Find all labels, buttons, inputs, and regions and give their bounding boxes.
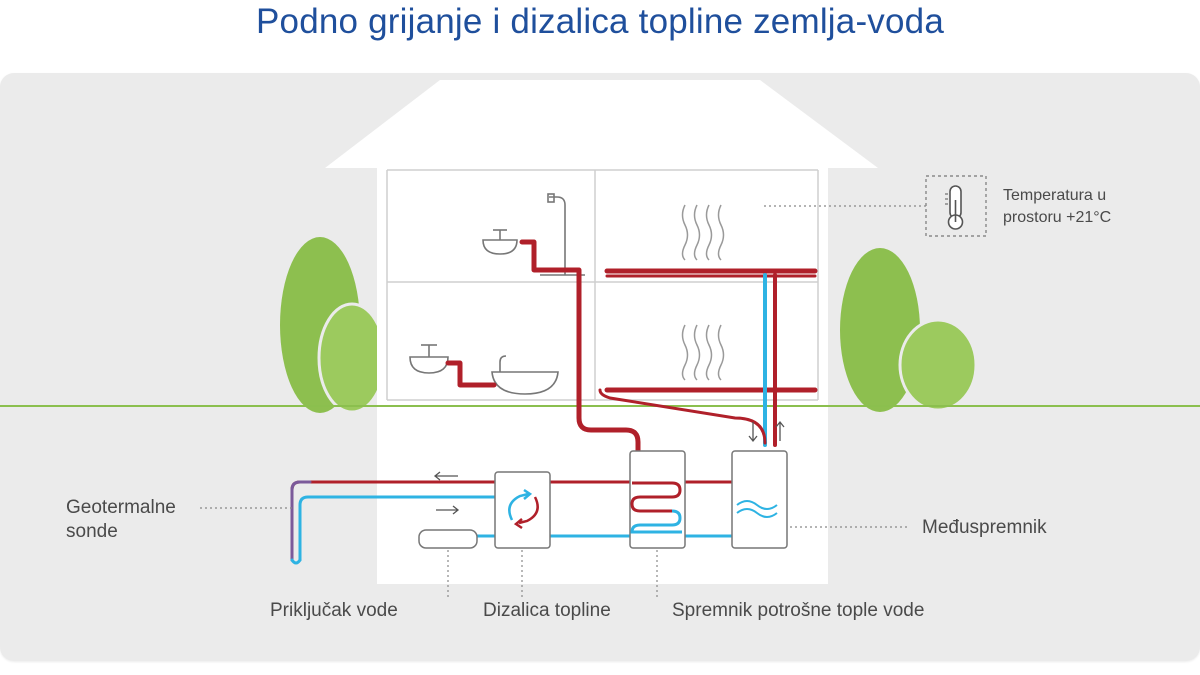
- heat-pump-label: Dizalica topline: [483, 600, 611, 621]
- tree-right: [840, 248, 978, 412]
- hot-water-tank: [629, 450, 686, 549]
- heat-pump-unit: [494, 471, 551, 549]
- geothermal-label-line2: sonde: [66, 521, 118, 542]
- buffer-tank-label: Međuspremnik: [922, 517, 1047, 538]
- geothermal-probe: [290, 480, 497, 565]
- room-temp-label-line1: Temperatura u: [1003, 187, 1107, 204]
- bathtub-icon: [491, 355, 559, 395]
- tree-left: [280, 237, 387, 414]
- hot-water-tank-label: Spremnik potrošne tople vode: [672, 600, 925, 621]
- buffer-tank: [731, 450, 788, 549]
- leader-lines: [200, 205, 926, 600]
- recycle-arrows-icon: [508, 488, 539, 530]
- page-title: Podno grijanje i dizalica topline zemlja…: [256, 2, 944, 41]
- floor-heating-upper: [604, 268, 818, 393]
- sink-upper-icon: [482, 229, 518, 255]
- geothermal-label-line1: Geotermalne: [66, 497, 176, 518]
- water-connection-box: [418, 529, 478, 549]
- unit-connection-pipes: [477, 480, 732, 538]
- hot-water-pipes: [445, 239, 641, 457]
- thermometer-icon: [925, 175, 987, 237]
- heat-waves-icon: [681, 204, 725, 381]
- flow-arrows: [433, 420, 785, 515]
- house-roof: [325, 80, 878, 168]
- water-connection-label: Priključak vode: [270, 600, 398, 621]
- riser-pipes: [598, 273, 777, 447]
- room-temp-label-line2: prostoru +21°C: [1003, 209, 1112, 226]
